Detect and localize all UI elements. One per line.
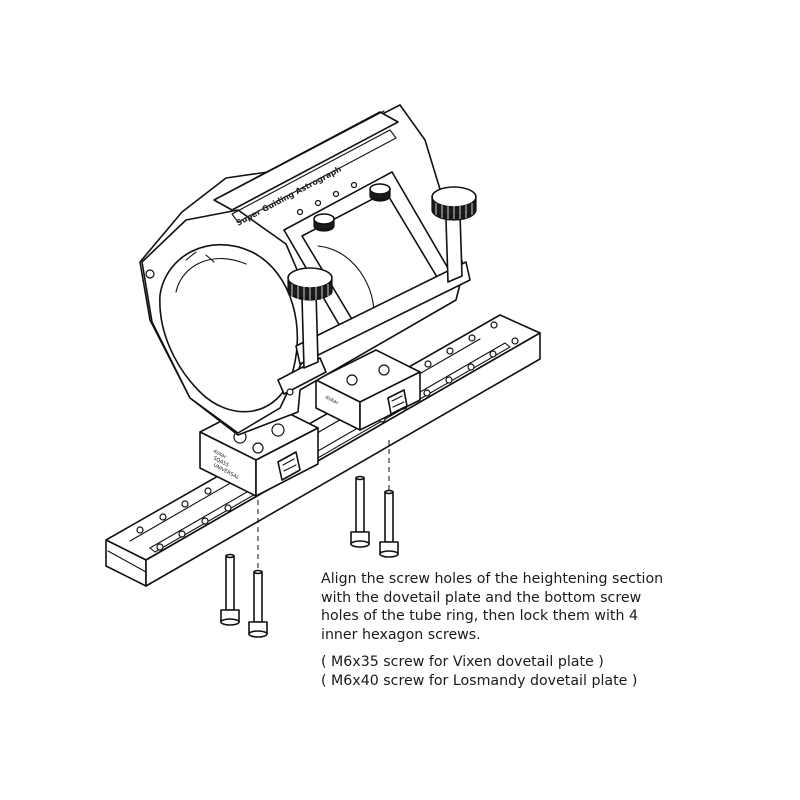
instruction-line-4: inner hexagon screws. [321, 626, 481, 643]
screw-note-vixen: ( M6x35 screw for Vixen dovetail plate ) [321, 654, 604, 670]
hex-screw-2 [248, 569, 268, 638]
screw-note-losmandy: ( M6x40 screw for Losmandy dovetail plat… [321, 672, 638, 689]
riser-block-rear: Askar [315, 349, 421, 431]
hex-screw-1 [220, 553, 240, 626]
hex-screw-4 [379, 489, 399, 558]
instruction-text: Align the screw holes of the heightening… [321, 570, 681, 690]
instruction-line-3: holes of the tube ring, then lock them w… [321, 608, 638, 624]
thumb-screw-small-2 [369, 183, 391, 202]
hex-screw-3 [350, 475, 370, 548]
thumb-screw-small-1 [313, 213, 335, 232]
locking-knob-left [287, 267, 333, 369]
locking-knob-right [431, 186, 477, 283]
instruction-line-2: with the dovetail plate and the bottom s… [321, 589, 642, 606]
instruction-line-1: Align the screw holes of the heightening… [321, 571, 664, 587]
hex-screws [220, 440, 399, 638]
